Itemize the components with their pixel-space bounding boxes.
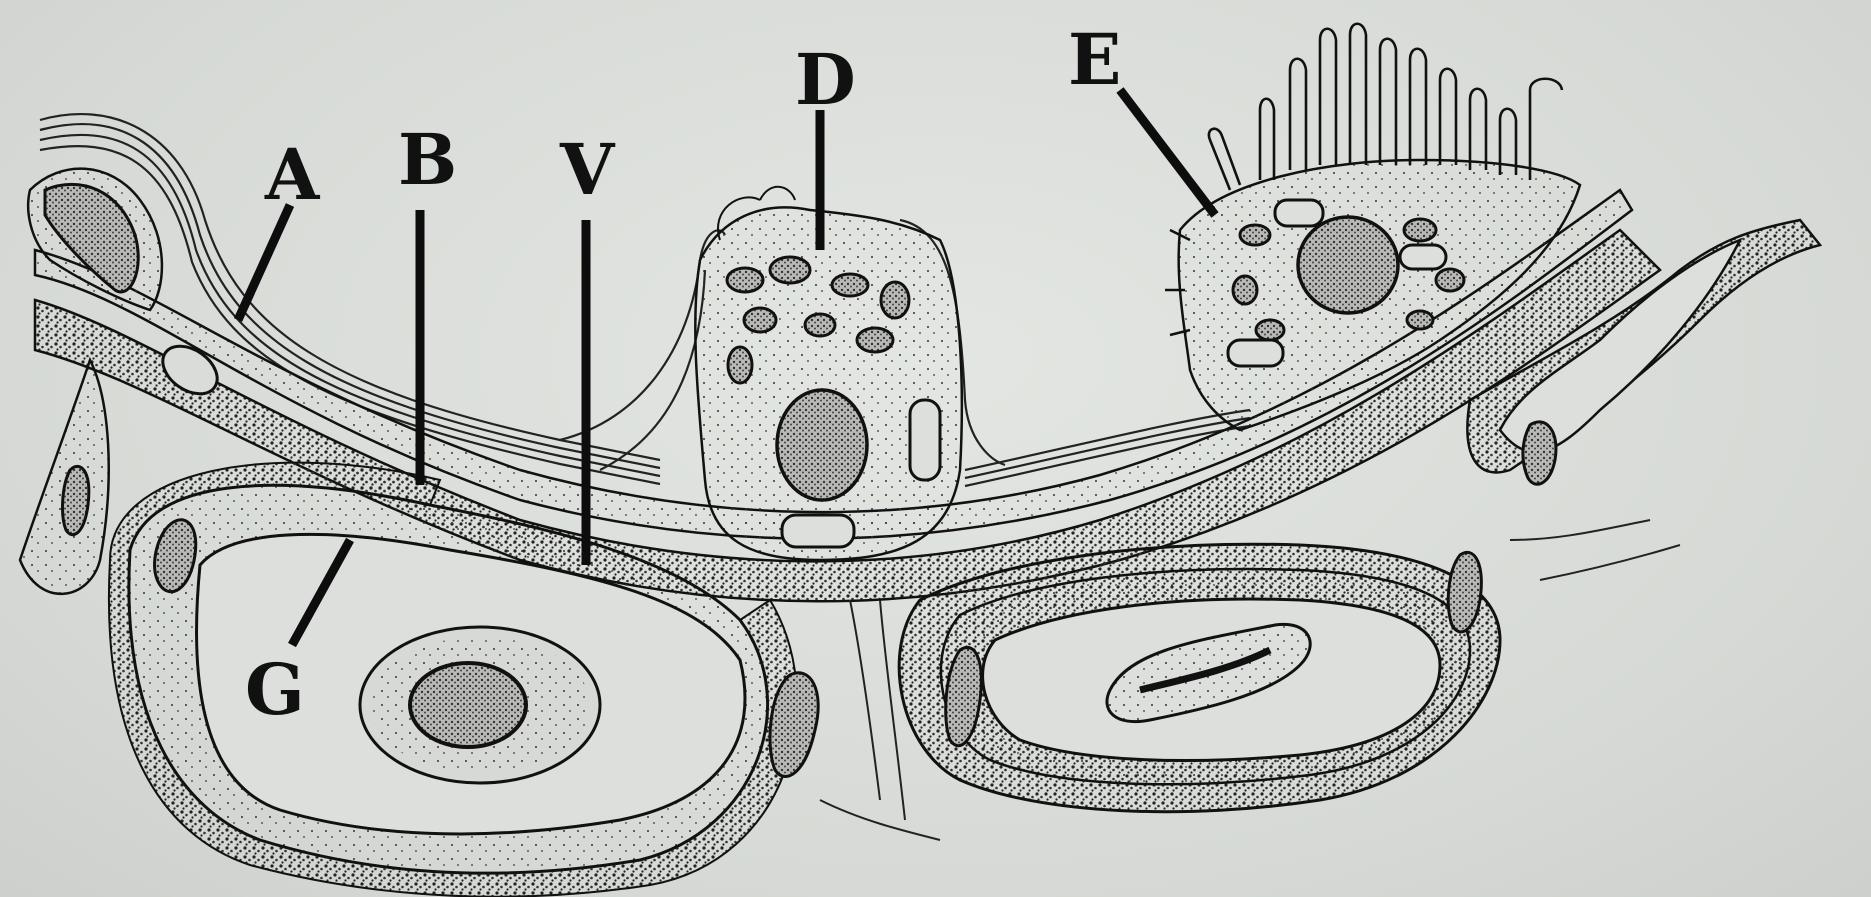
nucleus-right	[1298, 217, 1398, 313]
label-d: D	[795, 45, 856, 115]
nucleus-center	[777, 390, 867, 500]
label-v: V	[560, 135, 614, 205]
left-edge-cell	[20, 360, 109, 594]
leader-e	[1120, 90, 1215, 215]
label-a: A	[265, 140, 319, 210]
label-g: G	[245, 655, 305, 725]
label-e: E	[1068, 25, 1121, 95]
right-capillary	[899, 544, 1500, 811]
leader-a	[238, 205, 290, 320]
label-b: B	[398, 125, 457, 195]
type2-pneumocyte-center	[695, 187, 962, 560]
fibrous-surface-layer	[40, 114, 1250, 486]
